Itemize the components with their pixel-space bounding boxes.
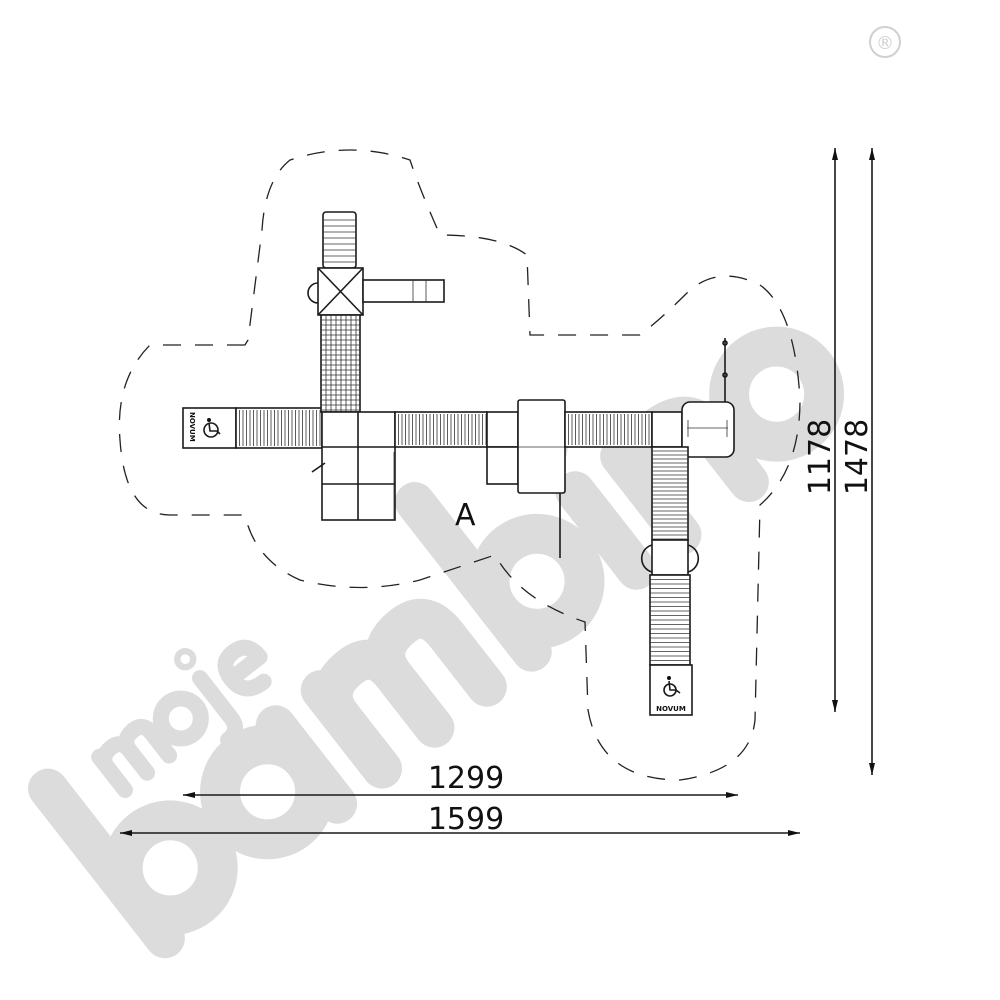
- dimension-width-inner: 1299: [428, 761, 504, 796]
- slats: [323, 219, 356, 263]
- right-tower-roof: [681, 401, 735, 458]
- slats: [325, 315, 357, 412]
- slats: [239, 410, 321, 446]
- wheelchair-accessible-icon: [663, 676, 681, 697]
- dimension-width-outer: 1599: [428, 802, 504, 837]
- slide: [362, 279, 445, 303]
- zone-label: A: [455, 498, 476, 533]
- dimension-height-outer: 1478: [840, 419, 875, 495]
- wheelchair-accessible-icon: [203, 418, 221, 438]
- watermark-brand-top: [91, 639, 272, 799]
- right-ramp-sign: NOVUM: [656, 705, 686, 713]
- right-ramp: NOVUM: [640, 446, 700, 716]
- central-panel: [517, 399, 566, 494]
- registered-mark-icon: [869, 26, 901, 58]
- platform-grid: [311, 411, 396, 521]
- dimension-lines: 1299 1599 1178 1478: [120, 148, 875, 837]
- slats: [650, 579, 690, 661]
- registered-mark: ®: [876, 33, 894, 54]
- climbing-net: [320, 314, 361, 413]
- slats: [321, 319, 360, 411]
- dimension-height-inner: 1178: [803, 419, 838, 495]
- slats: [568, 414, 650, 445]
- left-ramp-end-panel: [182, 407, 237, 449]
- left-ramp-sign: NOVUM: [188, 412, 196, 442]
- upper-tower: [307, 211, 445, 413]
- safety-zone-outline: [118, 149, 801, 781]
- left-ramp: NOVUM: [182, 407, 323, 449]
- slats: [652, 450, 688, 540]
- slats: [398, 414, 487, 445]
- middle-bridge: [394, 338, 735, 558]
